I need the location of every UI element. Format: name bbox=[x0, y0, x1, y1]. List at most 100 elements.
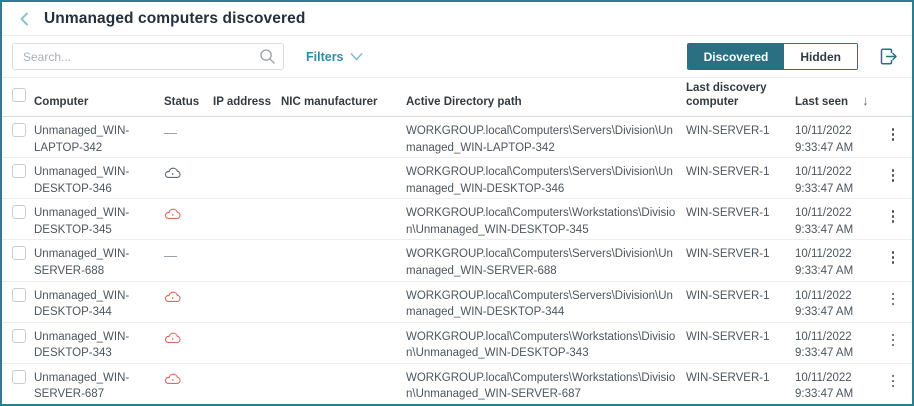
hidden-tab[interactable]: Hidden bbox=[784, 44, 857, 69]
row-select-cell bbox=[12, 246, 34, 261]
row-select-cell bbox=[12, 369, 34, 384]
row-menu-cell bbox=[882, 246, 912, 268]
computer-name: Unmanaged_WIN-DESKTOP-345 bbox=[34, 207, 130, 236]
last-seen-cell: 10/11/2022 9:33:47 AM bbox=[795, 164, 882, 197]
row-checkbox[interactable] bbox=[12, 246, 26, 261]
status-cell bbox=[164, 288, 213, 303]
table-row: Unmanaged_WIN-SERVER-688 WORKGROUP.local… bbox=[2, 240, 912, 282]
row-menu-cell bbox=[882, 329, 912, 351]
row-checkbox[interactable] bbox=[12, 287, 26, 302]
column-header-status[interactable]: Status bbox=[164, 96, 200, 108]
computer-name: Unmanaged_WIN-DESKTOP-344 bbox=[34, 289, 130, 319]
row-checkbox[interactable] bbox=[12, 123, 26, 137]
row-checkbox[interactable] bbox=[12, 328, 26, 343]
table-body: Unmanaged_WIN-LAPTOP-342 WORKGROUP.local… bbox=[2, 117, 912, 404]
last-seen-cell: 10/11/2022 9:33:47 AM bbox=[795, 370, 882, 403]
last-seen-cell: 10/11/2022 9:33:47 AM bbox=[795, 205, 882, 238]
view-toggle: Discovered Hidden bbox=[686, 43, 858, 70]
row-select-cell bbox=[12, 205, 34, 220]
status-cell bbox=[164, 246, 213, 263]
last-seen-date: 10/11/2022 bbox=[795, 207, 852, 220]
sort-desc-arrow-icon[interactable]: ↓ bbox=[862, 93, 869, 108]
last-seen-time: 9:33:47 AM bbox=[795, 141, 854, 154]
row-actions-kebab-icon[interactable] bbox=[886, 247, 901, 268]
filters-label: Filters bbox=[306, 49, 344, 64]
active-directory-path: WORKGROUP.local\Computers\Servers\Divisi… bbox=[406, 166, 673, 195]
status-cell bbox=[164, 370, 213, 385]
last-seen-time: 9:33:47 AM bbox=[795, 182, 854, 195]
last-discovery-computer: WIN-SERVER-1 bbox=[686, 248, 770, 261]
table-row: Unmanaged_WIN-DESKTOP-346 WORKGROUP.loca… bbox=[2, 158, 912, 200]
status-cell bbox=[164, 329, 213, 344]
row-menu-cell bbox=[882, 123, 912, 145]
last-seen-time: 9:33:47 AM bbox=[795, 223, 854, 236]
status-cell bbox=[164, 164, 213, 179]
row-checkbox[interactable] bbox=[12, 205, 26, 220]
last-seen-time: 9:33:47 AM bbox=[795, 264, 854, 277]
column-header-ip-address[interactable]: IP address bbox=[213, 96, 271, 108]
row-select-cell bbox=[12, 123, 34, 137]
last-seen-cell: 10/11/2022 9:33:47 AM bbox=[795, 123, 882, 156]
computer-name: Unmanaged_WIN-SERVER-687 bbox=[34, 371, 130, 401]
table-row: Unmanaged_WIN-DESKTOP-343 WORKGROUP.loca… bbox=[2, 323, 912, 364]
active-directory-path: WORKGROUP.local\Computers\Servers\Divisi… bbox=[406, 289, 673, 319]
computer-name: Unmanaged_WIN-LAPTOP-342 bbox=[34, 125, 130, 154]
row-actions-kebab-icon[interactable] bbox=[886, 371, 901, 392]
row-actions-kebab-icon[interactable] bbox=[886, 330, 901, 351]
column-header-last-seen[interactable]: Last seen ↓ bbox=[795, 94, 882, 116]
status-cell bbox=[164, 205, 213, 220]
active-directory-path: WORKGROUP.local\Computers\Servers\Divisi… bbox=[406, 248, 673, 277]
search-input[interactable] bbox=[12, 43, 284, 70]
last-seen-date: 10/11/2022 bbox=[795, 248, 852, 261]
table-row: Unmanaged_WIN-DESKTOP-344 WORKGROUP.loca… bbox=[2, 282, 912, 323]
row-actions-kebab-icon[interactable] bbox=[886, 206, 901, 227]
discovered-tab[interactable]: Discovered bbox=[687, 44, 785, 69]
status-cell bbox=[164, 123, 213, 140]
row-actions-kebab-icon[interactable] bbox=[886, 165, 901, 186]
table-header-row: Computer Status IP address NIC manufactu… bbox=[2, 78, 912, 117]
back-button[interactable] bbox=[14, 8, 36, 30]
table-row: Unmanaged_WIN-SERVER-687 WORKGROUP.local… bbox=[2, 364, 912, 404]
column-header-active-directory-path[interactable]: Active Directory path bbox=[406, 96, 522, 108]
last-seen-time: 9:33:47 AM bbox=[795, 347, 854, 360]
last-seen-cell: 10/11/2022 9:33:47 AM bbox=[795, 246, 882, 279]
last-seen-label: Last seen bbox=[795, 96, 849, 108]
no-status-dash-icon bbox=[164, 256, 177, 258]
chevron-down-icon bbox=[350, 52, 362, 60]
last-seen-date: 10/11/2022 bbox=[795, 330, 852, 343]
row-actions-kebab-icon[interactable] bbox=[886, 289, 901, 310]
last-seen-time: 9:33:47 AM bbox=[795, 306, 854, 319]
magnifier-icon[interactable] bbox=[259, 48, 276, 65]
active-directory-path: WORKGROUP.local\Computers\Workstations\D… bbox=[406, 207, 676, 236]
export-button[interactable] bbox=[876, 45, 900, 69]
active-directory-path: WORKGROUP.local\Computers\Workstations\D… bbox=[406, 330, 676, 360]
computer-name: Unmanaged_WIN-DESKTOP-346 bbox=[34, 166, 130, 195]
last-discovery-computer: WIN-SERVER-1 bbox=[686, 330, 770, 343]
toolbar: Filters Discovered Hidden bbox=[2, 36, 912, 78]
last-seen-date: 10/11/2022 bbox=[795, 166, 852, 179]
computer-name: Unmanaged_WIN-SERVER-688 bbox=[34, 248, 130, 277]
computer-name: Unmanaged_WIN-DESKTOP-343 bbox=[34, 330, 130, 360]
column-header-nic-manufacturer[interactable]: NIC manufacturer bbox=[281, 96, 378, 108]
column-header-computer[interactable]: Computer bbox=[34, 96, 89, 108]
cloud-status-icon bbox=[164, 291, 181, 302]
row-checkbox[interactable] bbox=[12, 164, 26, 179]
row-menu-cell bbox=[882, 164, 912, 186]
table-row: Unmanaged_WIN-DESKTOP-345 WORKGROUP.loca… bbox=[2, 199, 912, 241]
last-discovery-computer: WIN-SERVER-1 bbox=[686, 125, 770, 137]
titlebar: Unmanaged computers discovered bbox=[2, 2, 912, 36]
no-status-dash-icon bbox=[164, 133, 177, 134]
row-checkbox[interactable] bbox=[12, 369, 26, 384]
row-select-cell bbox=[12, 287, 34, 302]
chevron-left-icon bbox=[20, 12, 28, 25]
cloud-status-icon bbox=[164, 167, 181, 179]
row-select-cell bbox=[12, 328, 34, 343]
cloud-status-icon bbox=[164, 332, 181, 343]
row-actions-kebab-icon[interactable] bbox=[886, 124, 901, 145]
row-select-cell bbox=[12, 164, 34, 179]
active-directory-path: WORKGROUP.local\Computers\Workstations\D… bbox=[406, 371, 676, 401]
filters-button[interactable]: Filters bbox=[306, 50, 363, 64]
column-header-last-discovery-computer[interactable]: Last discovery computer bbox=[686, 82, 767, 108]
select-all-checkbox[interactable] bbox=[12, 88, 26, 102]
